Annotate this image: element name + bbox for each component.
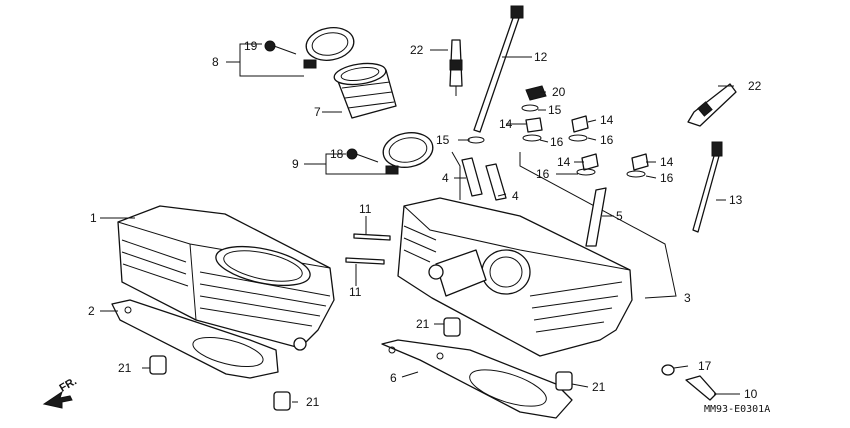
callout-2: 2 [88,304,95,318]
callout-11b: 11 [349,285,362,299]
callout-14a: 14 [499,117,513,131]
valve-guide-right [485,163,507,201]
diagram-code: MM93-E0301A [704,404,770,415]
washer-15-lower [467,136,485,144]
callout-18: 18 [330,147,344,161]
leader-lines [100,43,740,403]
washer-16d [626,170,646,178]
dowel-pin-11-lower [345,257,385,265]
callout-20: 20 [552,85,566,99]
callout-21b: 21 [306,395,320,409]
spark-plug-left [449,39,463,96]
dowel-21b [273,391,291,411]
callout-9: 9 [292,157,299,171]
callout-1: 1 [90,211,97,225]
callout-17: 17 [698,359,712,373]
insulator-band-lower [382,132,434,175]
stud-bolt-12 [473,5,524,133]
cap-nut-14b [571,115,589,133]
callout-5: 5 [616,209,623,223]
callout-15a: 15 [548,103,562,117]
callout-22b: 22 [748,79,762,93]
spark-plug-right [687,83,737,127]
callout-labels: 1 2 3 4 4 5 6 7 8 9 10 11 11 12 13 14 14… [88,39,762,409]
callout-21a: 21 [118,361,132,375]
dowel-pin-11-upper [353,233,391,241]
washer-16a [522,134,542,142]
front-label: FR. [58,375,79,394]
guide-5 [585,187,607,247]
callout-6: 6 [390,371,397,385]
callout-21c: 21 [416,317,430,331]
callout-14d: 14 [660,155,674,169]
callout-13: 13 [729,193,743,207]
insulator-band-upper [303,27,355,69]
cap-nut-14a [525,117,543,133]
callout-7: 7 [314,105,321,119]
callout-11a: 11 [359,202,372,216]
callout-16c: 16 [536,167,550,181]
front-direction-arrow-icon [42,390,73,409]
callout-3: 3 [684,291,691,305]
callout-21d: 21 [592,380,606,394]
callout-14b: 14 [600,113,614,127]
callout-4a: 4 [442,171,449,185]
stud-bolt-13 [692,141,723,233]
bolt-10 [685,375,717,401]
callout-16b: 16 [600,133,614,147]
valve-guide-left [461,157,483,197]
callout-16d: 16 [660,171,674,185]
head-gasket [381,339,573,419]
callout-22a: 22 [410,43,424,57]
callout-10: 10 [744,387,758,401]
callout-12: 12 [534,50,548,64]
callout-14c: 14 [557,155,571,169]
callout-4b: 4 [512,189,519,203]
cap-nut-14d [631,153,649,171]
cap-nut-14c [581,153,599,171]
callout-15b: 15 [436,133,450,147]
dowel-21c [443,317,461,337]
insulator [333,62,397,119]
dowel-21a [149,355,167,375]
washer-16b [568,134,588,142]
screw-18 [346,148,379,163]
screw-19 [264,40,297,55]
dowel-21d [555,371,573,391]
washer-16c [576,168,596,176]
callout-16a: 16 [550,135,564,149]
cylinder [117,205,335,351]
washer-15-upper [521,104,539,112]
callout-19: 19 [244,39,258,53]
nut-20 [525,85,547,101]
washer-17 [661,364,675,376]
cylinder-head [397,197,633,357]
cylinder-base-gasket [111,299,279,379]
callout-8: 8 [212,55,219,69]
